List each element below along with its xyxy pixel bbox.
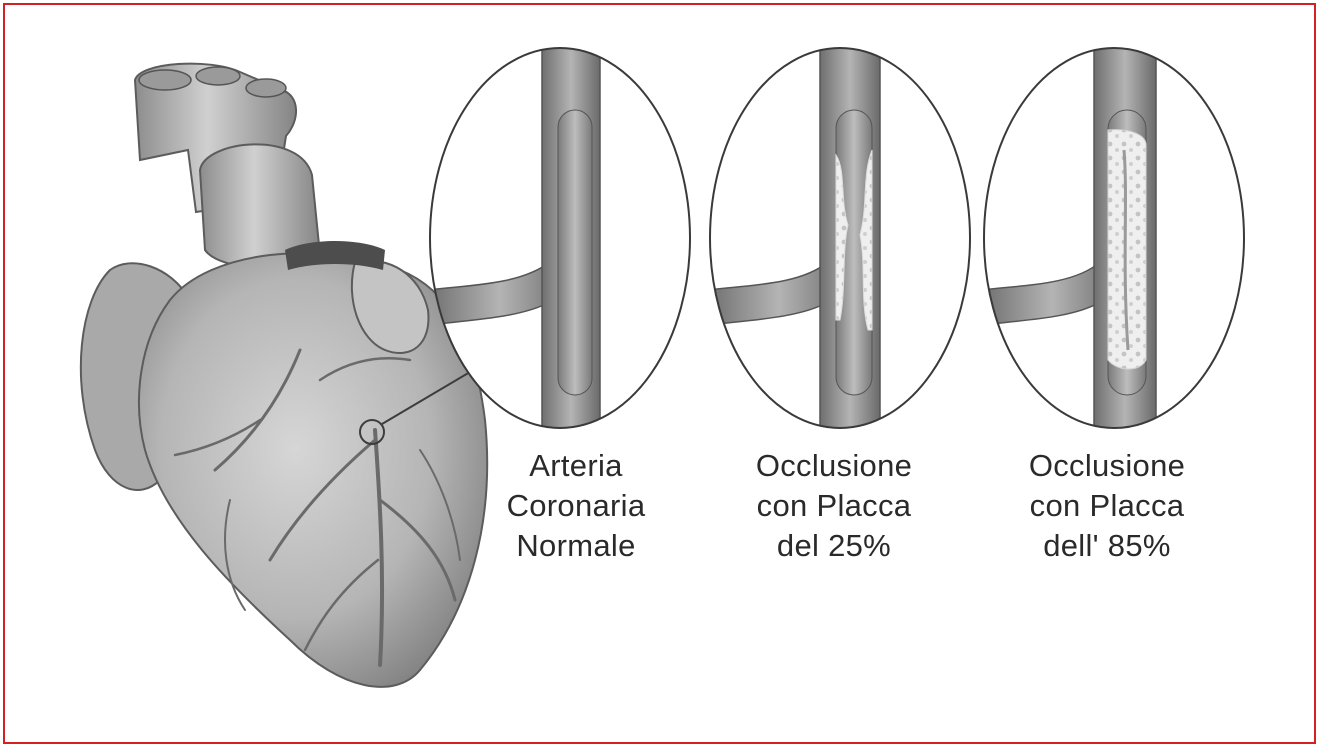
caption-line: Coronaria xyxy=(466,486,686,526)
caption-line: del 25% xyxy=(724,526,944,566)
panel-occlusion-25 xyxy=(708,40,972,440)
caption-line: con Placca xyxy=(724,486,944,526)
caption-line: con Placca xyxy=(997,486,1217,526)
panel-occlusion-85 xyxy=(982,40,1246,440)
artery-lumen xyxy=(558,110,592,395)
caption-occlusion-25: Occlusione con Placca del 25% xyxy=(724,446,944,566)
caption-line: Occlusione xyxy=(997,446,1217,486)
caption-normal-artery: Arteria Coronaria Normale xyxy=(466,446,686,566)
caption-line: Arteria xyxy=(466,446,686,486)
heart-illustration xyxy=(81,64,487,687)
caption-line: Normale xyxy=(466,526,686,566)
caption-line: dell' 85% xyxy=(997,526,1217,566)
caption-occlusion-85: Occlusione con Placca dell' 85% xyxy=(997,446,1217,566)
aorta-opening-2 xyxy=(196,67,240,85)
aorta-opening-1 xyxy=(139,70,191,90)
heart-ventricles xyxy=(139,253,487,687)
caption-line: Occlusione xyxy=(724,446,944,486)
aorta-opening-3 xyxy=(246,79,286,97)
